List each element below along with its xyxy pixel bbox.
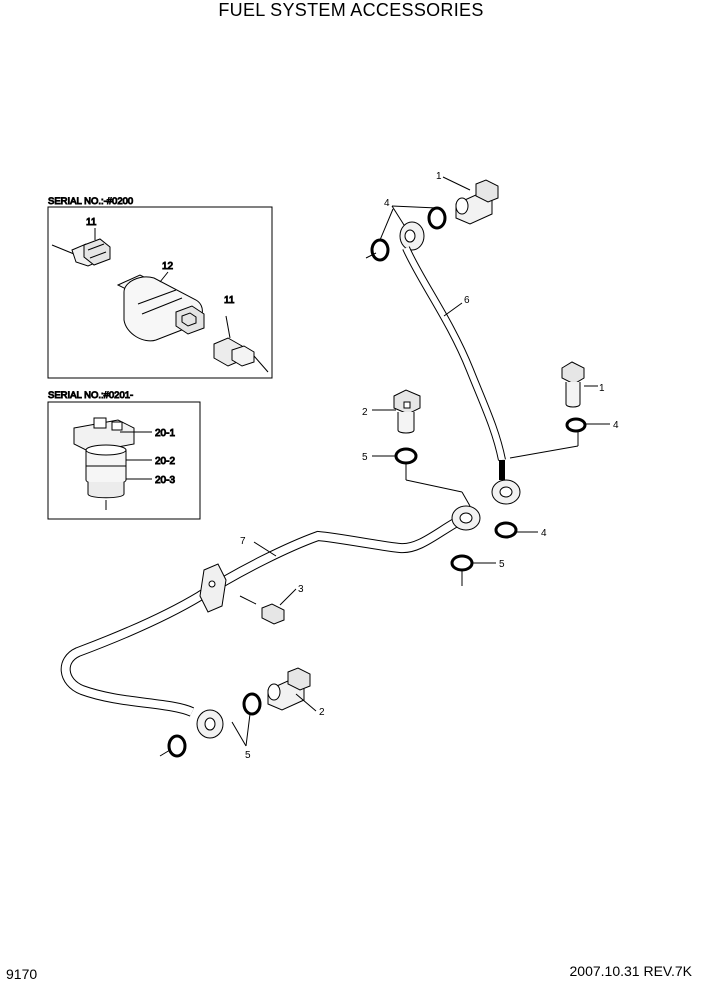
page-title: FUEL SYSTEM ACCESSORIES <box>218 0 484 20</box>
fuel-filter-assembly-icon <box>73 417 135 510</box>
banjo-bolt-top-icon <box>455 179 499 225</box>
callout-5: 5 <box>245 750 251 761</box>
callout-4: 4 <box>541 528 547 539</box>
inset-frame <box>47 401 201 520</box>
pipe-eye-lower-icon <box>196 709 224 739</box>
callout-20-2: 20-2 <box>155 456 175 467</box>
clamp-bolt-icon <box>239 595 285 625</box>
sealing-washer-icon <box>565 417 587 433</box>
callout-11: 11 <box>224 295 235 306</box>
callout-7: 7 <box>240 536 246 547</box>
fitting-icon <box>213 315 269 373</box>
sealing-washer-icon <box>167 734 187 758</box>
callout-2: 2 <box>362 407 368 418</box>
fuel-filter-icon <box>116 274 205 342</box>
callout-2: 2 <box>319 707 325 718</box>
callout-11: 11 <box>86 217 97 228</box>
page-number: 9170 <box>6 966 38 982</box>
callout-6: 6 <box>464 295 470 306</box>
sealing-washer-icon <box>394 447 418 465</box>
pipe-eye-upper-icon <box>451 505 481 531</box>
hose-eye-bottom-icon <box>491 479 521 505</box>
sealing-washer-icon <box>450 554 474 572</box>
callout-3: 3 <box>298 584 304 595</box>
sealing-washer-icon <box>370 206 447 262</box>
serial-range-label: SERIAL NO.:-#0200 <box>48 196 133 207</box>
hose-eye-top-icon <box>399 221 425 251</box>
fitting-icon <box>51 238 111 267</box>
callout-20-3: 20-3 <box>155 475 175 486</box>
sealing-washer-icon <box>494 521 518 539</box>
callout-1: 1 <box>436 171 442 182</box>
sealing-washer-icon <box>242 692 262 716</box>
serial-range-label: SERIAL NO.:#0201- <box>48 390 133 401</box>
callout-12: 12 <box>162 261 174 272</box>
callout-4: 4 <box>384 198 390 209</box>
banjo-bolt-mid-icon <box>393 389 421 434</box>
inset-frame <box>47 206 273 379</box>
callout-1: 1 <box>599 383 605 394</box>
banjo-bolt-low-icon <box>267 667 311 711</box>
callout-4: 4 <box>613 420 619 431</box>
banjo-bolt-right-icon <box>561 361 585 408</box>
revision-date: 2007.10.31 REV.7K <box>569 963 692 979</box>
callout-5: 5 <box>499 559 505 570</box>
callout-20-1: 20-1 <box>155 428 175 439</box>
clamp-bracket-icon <box>199 563 227 613</box>
callout-5: 5 <box>362 452 368 463</box>
inset-serial-0200: SERIAL NO.:-#0200 11 12 11 <box>47 196 273 379</box>
inset-serial-0201: SERIAL NO.:#0201- 20-1 20-2 20-3 <box>47 390 201 520</box>
